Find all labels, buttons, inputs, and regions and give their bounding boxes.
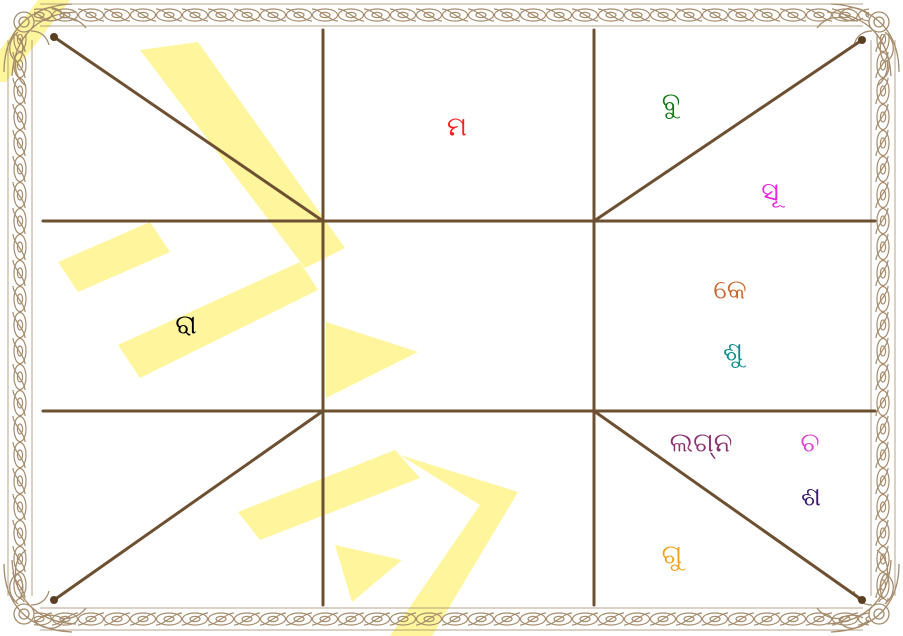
border-band-right <box>871 34 895 602</box>
diagonal-top-right <box>594 40 862 221</box>
corner-dot <box>50 596 58 604</box>
border-band-top <box>34 4 869 26</box>
planet-guru-label: ଗୁ <box>662 542 683 569</box>
watermark-stroke <box>58 222 170 292</box>
planet-shani-label: ଶ <box>801 484 821 511</box>
planet-shukra-label: ଶୁ <box>723 339 743 366</box>
watermark <box>0 0 518 636</box>
corner-dot <box>858 36 866 44</box>
corner-dot <box>50 33 58 41</box>
corner-dot <box>858 596 866 604</box>
planet-budha-label: ବୁ <box>662 90 680 117</box>
lagna-label: ଲଗ୍ନ <box>670 430 733 457</box>
planet-surya-label: ସୂ <box>761 179 779 206</box>
watermark-stroke <box>238 450 420 540</box>
border-band-left <box>8 34 32 602</box>
planet-mangala-label: ମ <box>447 114 467 141</box>
border-band-bottom <box>34 608 869 630</box>
watermark-stroke <box>326 322 418 398</box>
watermark-stroke <box>335 545 402 602</box>
planet-ketu-label: କେ <box>713 277 746 304</box>
ornamental-border <box>4 4 899 632</box>
watermark-stroke <box>140 42 345 268</box>
planet-rahu-label: ରା <box>175 312 196 339</box>
planet-chandra-label: ଚ <box>800 430 819 457</box>
watermark-stroke <box>118 262 318 378</box>
